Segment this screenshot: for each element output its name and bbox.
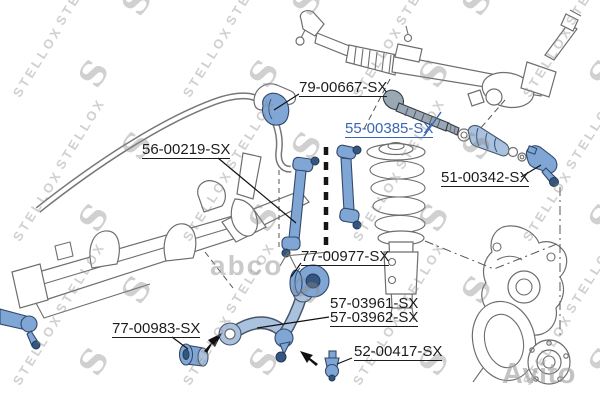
strut-assembly [366, 141, 426, 321]
avito-watermark: Avito [502, 358, 576, 390]
construction-lines [204, 78, 561, 338]
inner-tie-rod [382, 89, 460, 136]
lock-rings [507, 146, 527, 162]
washer [457, 128, 471, 142]
part-label-51-00342-sx[interactable]: 51-00342-SX [441, 169, 530, 187]
leader-lines [171, 93, 542, 365]
part-label-52-00417-sx[interactable]: 52-00417-SX [354, 343, 443, 361]
rear-arm-bushing [279, 250, 331, 298]
leader-line-highlighted [423, 111, 442, 137]
arrow-ne-icon [204, 333, 222, 353]
left-link-fragment [0, 308, 41, 350]
wheel-hub [527, 339, 571, 385]
arrow-nw-icon [300, 351, 318, 366]
part-label-79-00667-sx[interactable]: 79-00667-SX [299, 79, 388, 97]
front-arm-bushing [178, 343, 209, 367]
part-label-57-03961-sx[interactable]: 57-03961-SX [330, 295, 419, 312]
stabilizer-bar [35, 92, 292, 237]
center-watermark: abco [210, 250, 284, 281]
part-label-56-00219-sx[interactable]: 56-00219-SX [142, 141, 231, 159]
part-label-55-00385-sx[interactable]: 55-00385-SX [345, 120, 434, 138]
part-label-57-03962-sx[interactable]: 57-03962-SX [330, 309, 419, 327]
stabilizer-link-right [336, 144, 362, 230]
part-label-77-00983-sx[interactable]: 77-00983-SX [112, 320, 201, 338]
control-arm [218, 281, 314, 363]
ball-joint [324, 350, 340, 382]
steering-rack [295, 9, 582, 109]
brake-dust-shield [471, 300, 537, 383]
part-label-77-00977-sx[interactable]: 77-00977-SX [301, 248, 390, 266]
outer-tie-rod-end [525, 145, 559, 187]
steering-boot [467, 125, 510, 157]
